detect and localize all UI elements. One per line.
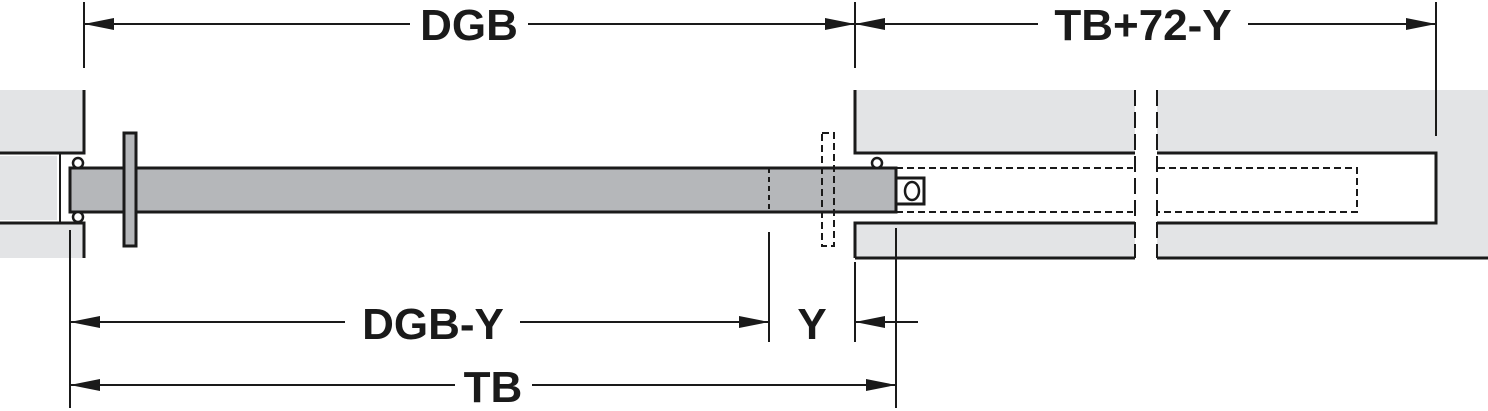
label-tb: TB: [464, 363, 523, 411]
dimension-dgb-minus-y: DGB-Y: [70, 300, 769, 349]
dimension-tb: TB: [70, 363, 896, 411]
label-dgb: DGB: [420, 1, 518, 50]
extended-rod-hidden: [896, 167, 1358, 213]
dimension-dgb: DGB: [84, 1, 855, 50]
right-panel: [853, 86, 1488, 261]
label-dgb-minus-y: DGB-Y: [362, 300, 504, 349]
dimension-tb-plus-72-minus-y: TB+72-Y: [855, 1, 1436, 50]
dimension-y: Y: [797, 300, 918, 349]
label-y: Y: [797, 300, 826, 349]
rod-end-cap: [894, 176, 926, 206]
flange-plate: [122, 131, 138, 248]
hidden-flange-position: [821, 132, 835, 247]
label-tb-plus-72-minus-y: TB+72-Y: [1054, 1, 1231, 50]
right-rollers: [870, 156, 884, 170]
rod: [68, 166, 898, 214]
left-rollers: [71, 156, 85, 224]
